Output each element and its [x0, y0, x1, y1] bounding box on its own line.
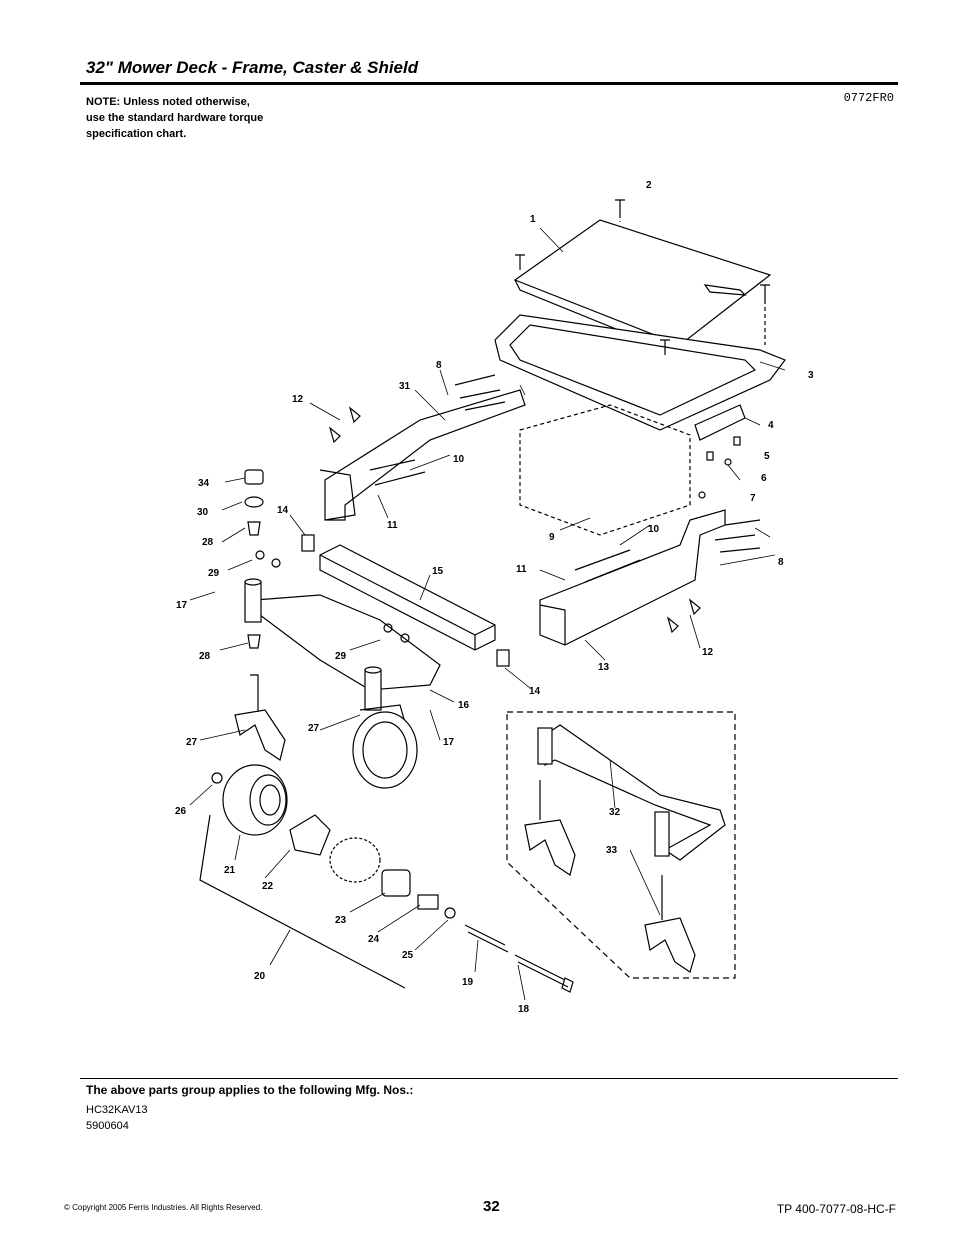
- callout: 24: [368, 934, 380, 945]
- note-line: use the standard hardware torque: [86, 112, 264, 124]
- callout: 28: [199, 651, 211, 662]
- callout: 31: [399, 381, 411, 392]
- footer-rule: [80, 1078, 898, 1079]
- callout: 27: [186, 737, 198, 748]
- callout: 12: [292, 394, 304, 405]
- callout: 5: [764, 451, 770, 462]
- callout: 15: [432, 566, 444, 577]
- callout: 16: [458, 700, 470, 711]
- note-line: NOTE: Unless noted otherwise,: [86, 96, 250, 108]
- diagram-linework: [189, 199, 786, 1001]
- callout: 1: [530, 214, 536, 225]
- callout: 7: [750, 493, 756, 504]
- callout: 21: [224, 865, 236, 876]
- callout: 26: [175, 806, 187, 817]
- callout: 11: [387, 520, 398, 531]
- torque-note: NOTE: Unless noted otherwise, use the st…: [86, 94, 263, 142]
- document-number: TP 400-7077-08-HC-F: [776, 1202, 896, 1216]
- callout: 29: [208, 568, 220, 579]
- callout: 28: [202, 537, 214, 548]
- figure-code: 0772FR0: [843, 91, 894, 105]
- callout: 10: [453, 454, 465, 465]
- callout: 25: [402, 950, 414, 961]
- page-number: 32: [483, 1198, 500, 1215]
- callout: 29: [335, 651, 347, 662]
- callout: 19: [462, 977, 474, 988]
- callout: 8: [436, 360, 442, 371]
- callout: 14: [277, 505, 289, 516]
- page-title: 32" Mower Deck - Frame, Caster & Shield: [86, 58, 419, 77]
- callout: 27: [308, 723, 320, 734]
- callout: 3: [808, 370, 814, 381]
- callout: 20: [254, 971, 266, 982]
- callout: 12: [702, 647, 714, 658]
- header-rule: [80, 82, 898, 85]
- exploded-parts-diagram: 1 2 3 4 5 6 7 8 8 9 10 10 11 11 12 12 13…: [175, 180, 814, 1015]
- callout: 30: [197, 507, 209, 518]
- callout: 14: [529, 686, 541, 697]
- callout: 17: [176, 600, 188, 611]
- callout: 13: [598, 662, 610, 673]
- callout: 23: [335, 915, 347, 926]
- callout: 34: [198, 478, 210, 489]
- callout: 32: [609, 807, 621, 818]
- mfg-number-list: HC32KAV13 5900604: [86, 1102, 148, 1134]
- callout: 18: [518, 1004, 530, 1015]
- mfg-number: 5900604: [86, 1120, 129, 1132]
- callout: 33: [606, 845, 618, 856]
- callout: 10: [648, 524, 660, 535]
- callout: 2: [646, 180, 652, 191]
- copyright-notice: © Copyright 2005 Ferris Industries. All …: [64, 1203, 263, 1212]
- callout: 11: [516, 564, 527, 575]
- callout: 6: [761, 473, 767, 484]
- callout: 22: [262, 881, 274, 892]
- callout: 4: [768, 420, 774, 431]
- callout: 8: [778, 557, 784, 568]
- applies-label: The above parts group applies to the fol…: [86, 1083, 414, 1097]
- mfg-number: HC32KAV13: [86, 1104, 148, 1116]
- note-line: specification chart.: [86, 128, 187, 140]
- diagram-callouts: 1 2 3 4 5 6 7 8 8 9 10 10 11 11 12 12 13…: [175, 180, 814, 1015]
- callout: 9: [549, 532, 555, 543]
- callout: 17: [443, 737, 455, 748]
